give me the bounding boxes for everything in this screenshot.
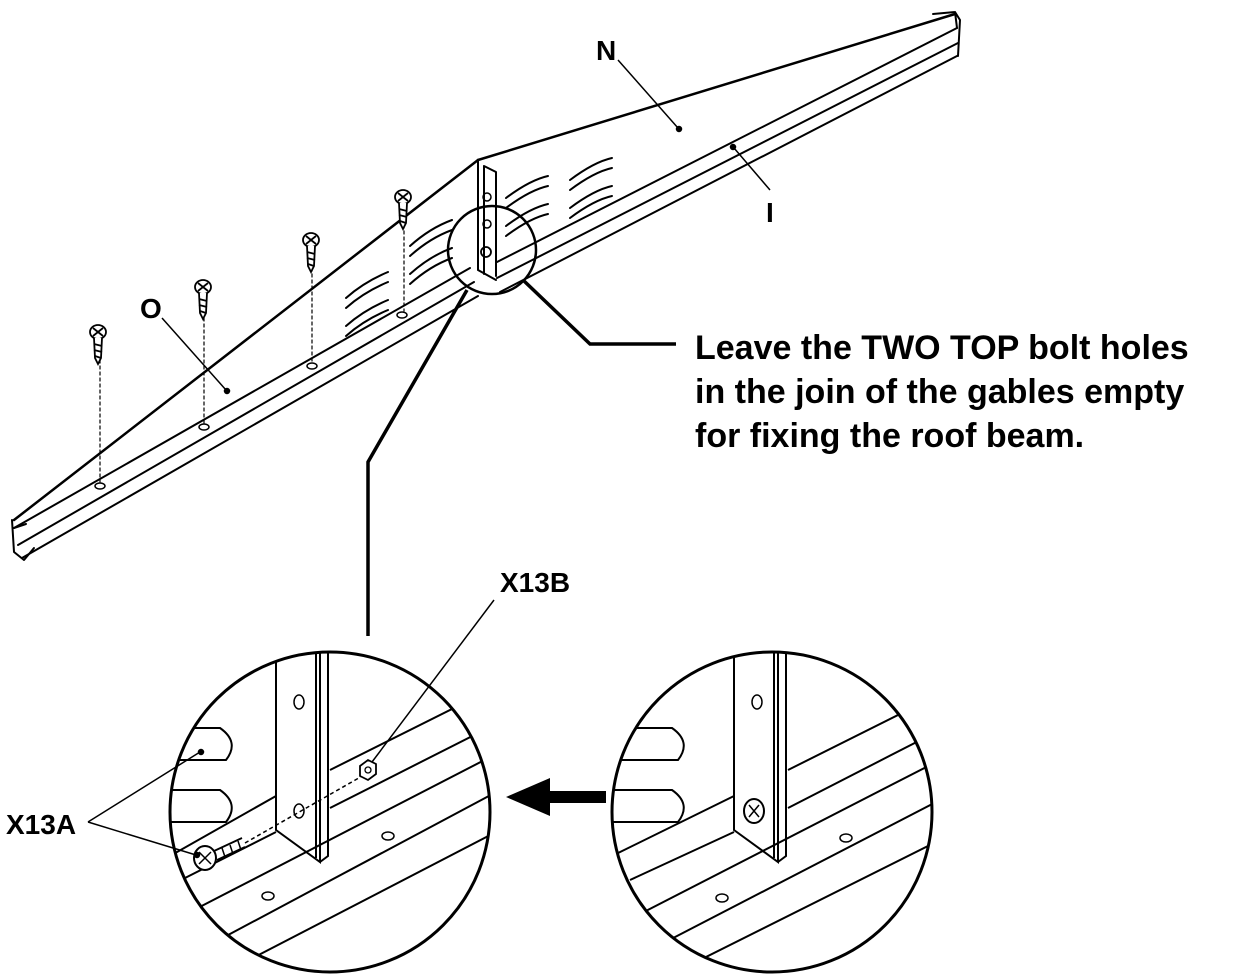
label-x13b: X13B [500,567,570,598]
result-arrow-icon [506,778,606,816]
leader-lines [161,59,771,395]
instruction-note: Leave the TWO TOP bolt holes in the join… [695,326,1245,458]
detail-callout-line [366,289,469,636]
gable-assembly [11,11,961,561]
note-callout-line [521,278,676,346]
bracket-bolt [480,246,492,258]
detail-circle-before [168,650,492,974]
label-part-n: N [596,35,616,66]
gable-o-frame [13,267,479,559]
bracket-hole [482,192,492,202]
frame-holes [94,311,408,490]
vent-slots-n [505,157,613,237]
gable-o-sheet [12,158,480,522]
detail-circle-after [610,650,934,974]
label-part-o: O [140,293,162,324]
label-x13a: X13A [6,809,76,840]
vent-slots-o [345,219,453,337]
screw-guides [99,224,405,483]
fastener-leaders [87,599,495,859]
gable-n-frame [496,27,959,293]
instruction-line-2: in the join of the gables empty [695,373,1185,411]
joint-bracket [477,159,497,281]
gable-n-sheet [476,12,957,162]
instruction-line-1: Leave the TWO TOP bolt holes [695,329,1189,367]
screw-icon [89,189,412,367]
detail-marker [446,204,538,296]
gable-n-frame-end [932,11,961,57]
instruction-line-3: for fixing the roof beam. [695,417,1085,455]
label-part-i: I [766,197,774,228]
bracket-hole [482,219,492,229]
gable-o-frame-end [11,519,35,561]
